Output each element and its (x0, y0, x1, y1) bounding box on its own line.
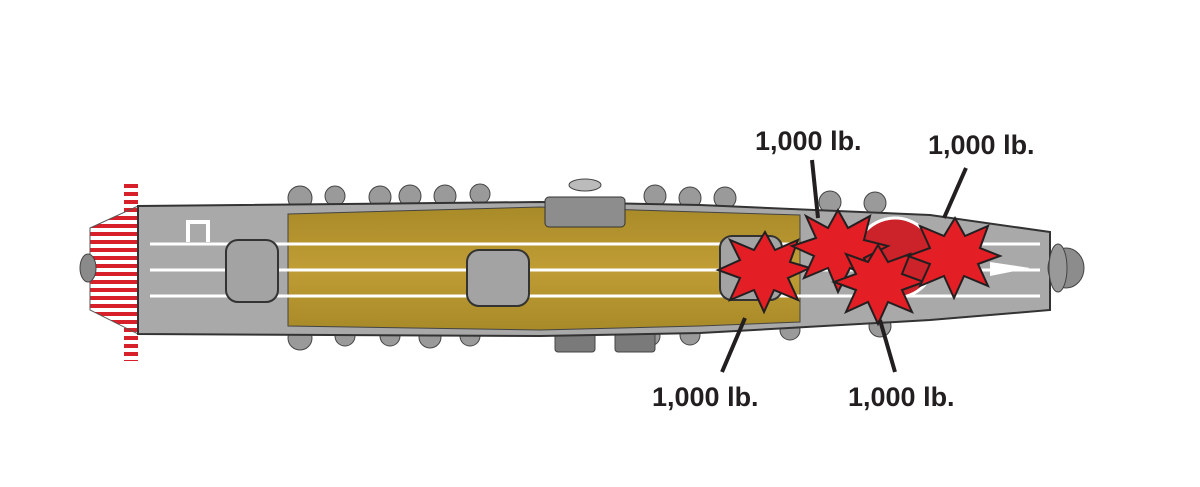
stern-marking (186, 220, 210, 242)
hit-explosions (715, 207, 1003, 327)
explosion-icon (905, 216, 1003, 301)
bow-arrow (990, 262, 1030, 276)
leader-lines (720, 159, 968, 373)
island (544, 196, 626, 228)
explosion-icon (715, 230, 813, 315)
hit-label-forward-of-island: 1,000 lb. (755, 126, 862, 156)
hit-label-aft-elevator: 1,000 lb. (652, 382, 759, 412)
hit-label-forward-elevator: 1,000 lb. (848, 382, 955, 412)
hit-label-bow-deck: 1,000 lb. (928, 130, 1035, 160)
explosion-icon (831, 243, 927, 327)
bow (1047, 243, 1085, 293)
stern-stripes (79, 183, 139, 361)
